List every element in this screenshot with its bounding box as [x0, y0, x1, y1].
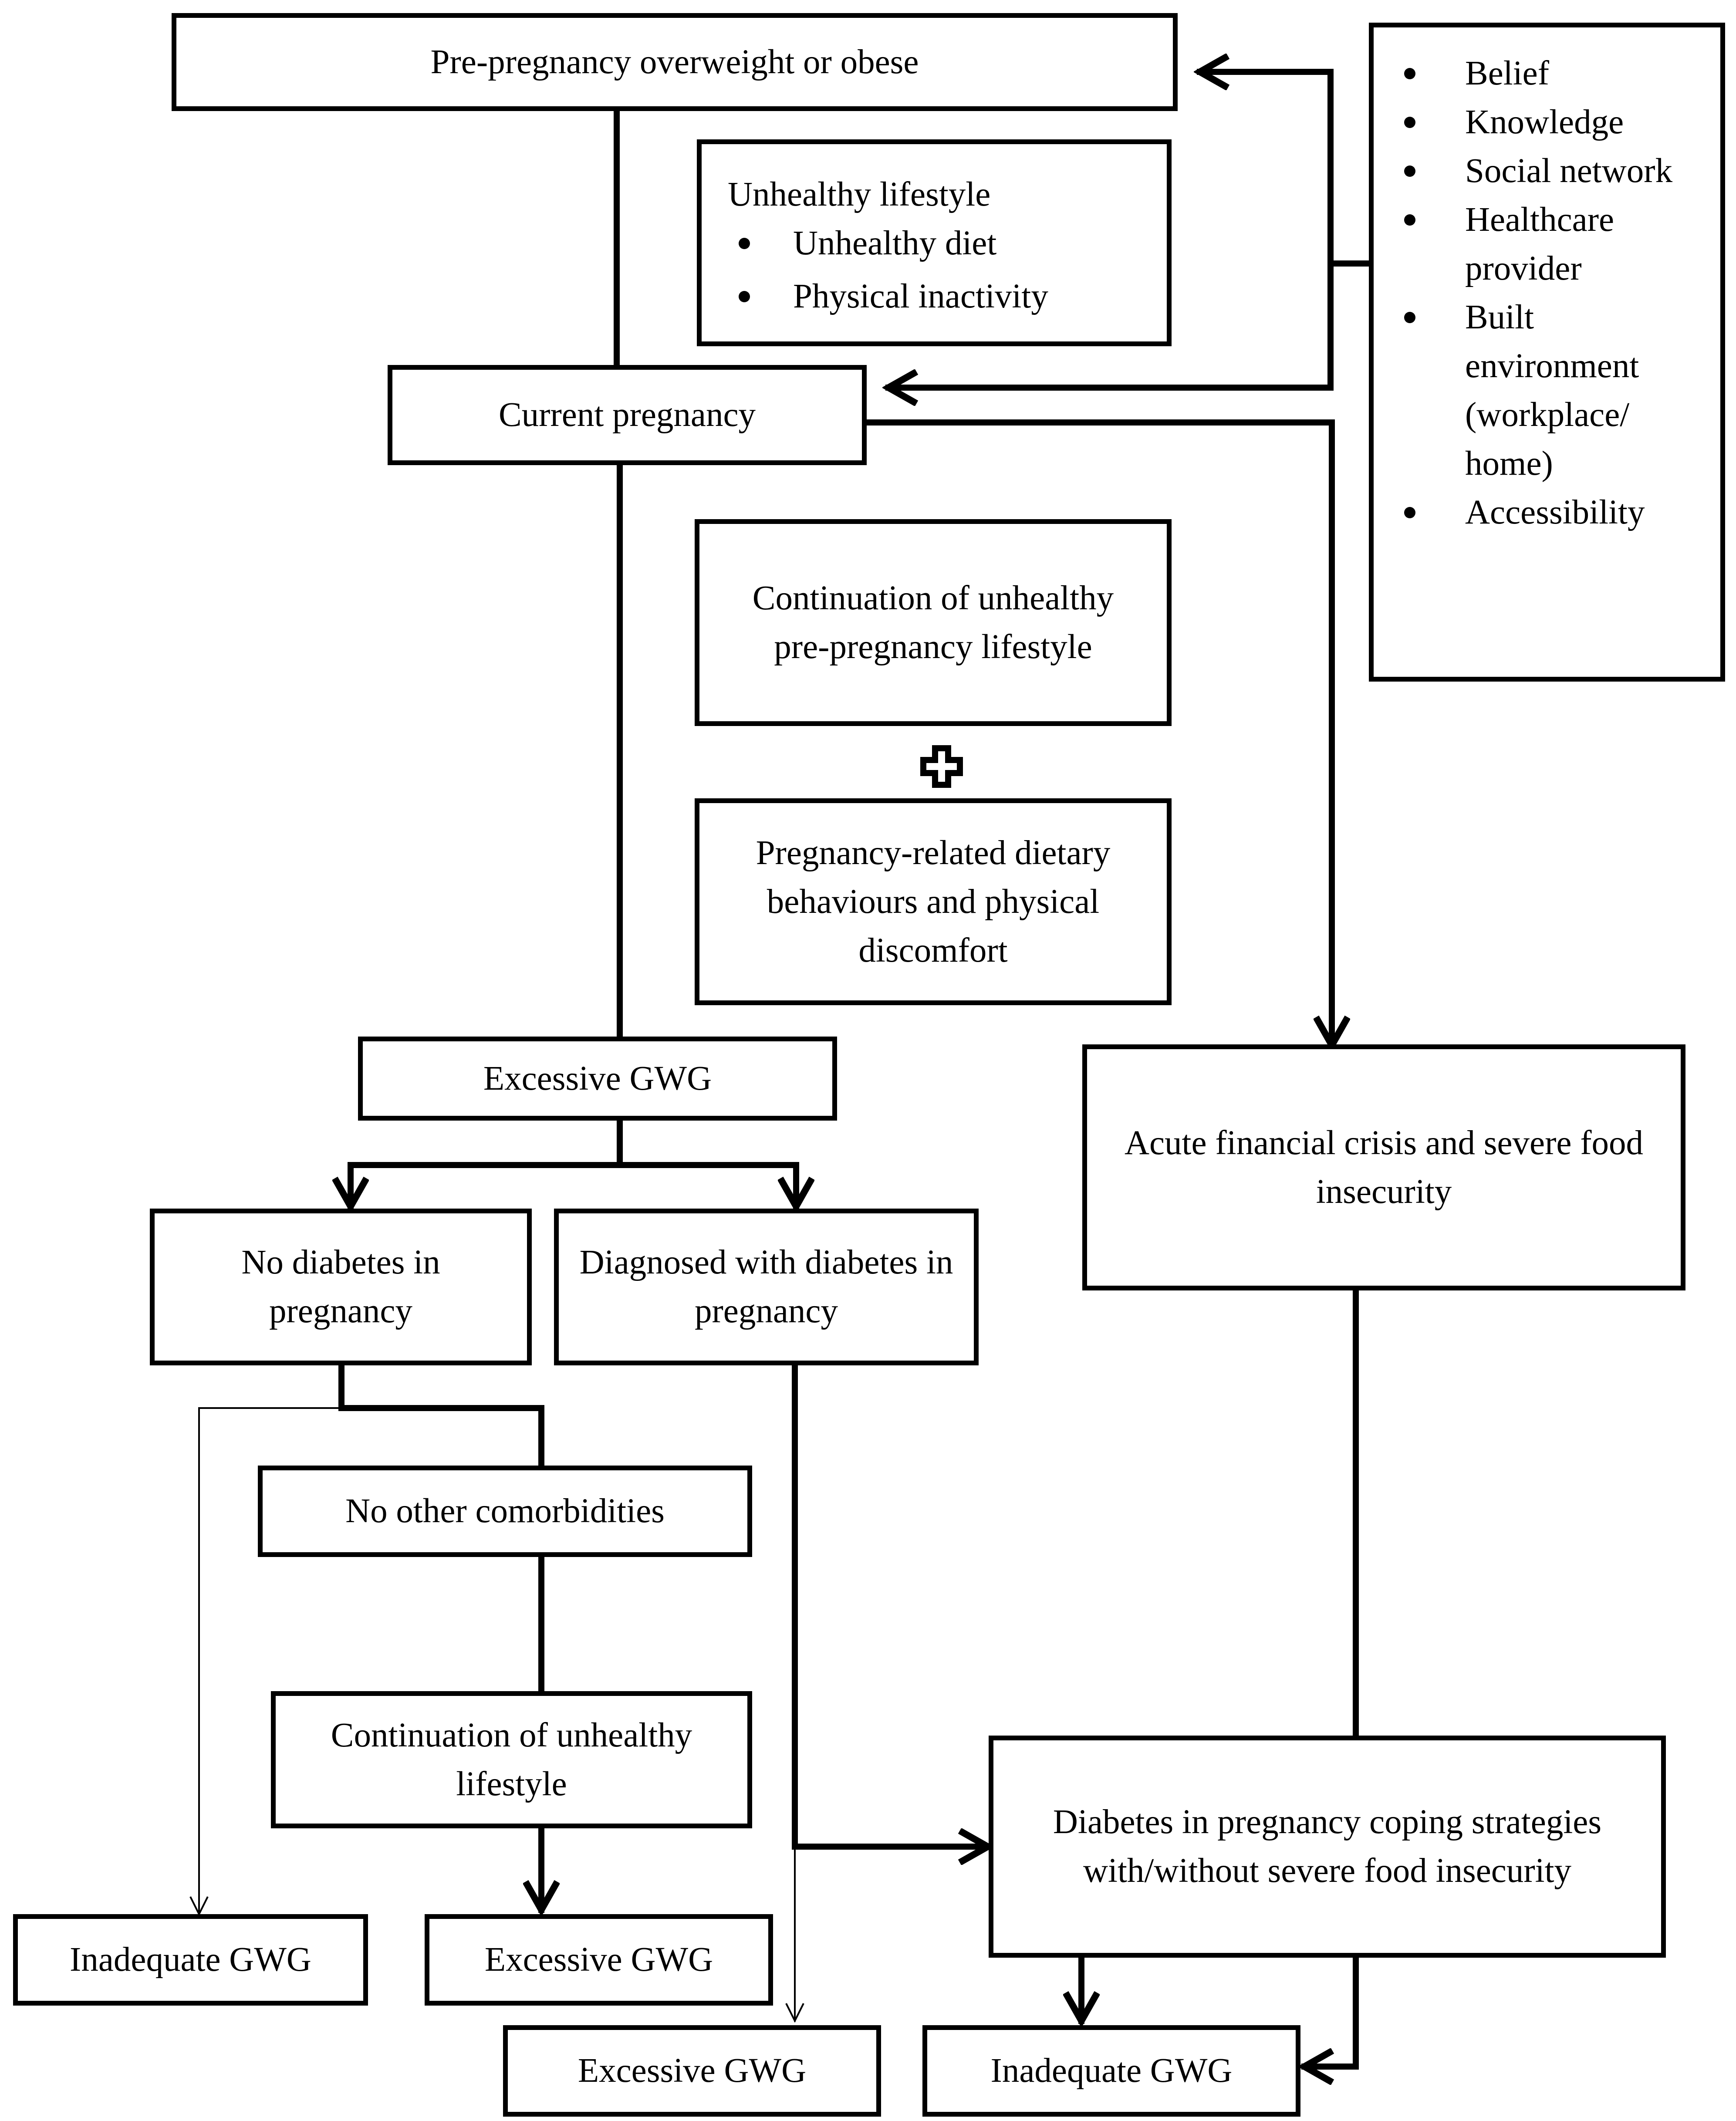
factor-item: Belief [1374, 49, 1712, 98]
excessive-gwg-bottom-box: Excessive GWG [503, 2025, 881, 2117]
lifestyle-item: Unhealthy diet [728, 219, 1048, 268]
arrow-coping-to-inadequate-right [1304, 1953, 1359, 2067]
current-pregnancy-box: Current pregnancy [388, 365, 867, 465]
excessive-gwg-mid-box: Excessive GWG [425, 1914, 773, 2006]
inadequate-gwg-bottom-box: Inadequate GWG [922, 2025, 1300, 2117]
connector-no-diabetes-to-comorbidities [338, 1360, 544, 1471]
no-diabetes-label: No diabetes in pregnancy [241, 1243, 440, 1330]
factor-item: Built environment (workplace/ home) [1374, 293, 1712, 488]
diagnosed-diabetes-box: Diagnosed with diabetes in pregnancy [554, 1209, 979, 1365]
diagnosed-diabetes-label: Diagnosed with diabetes in pregnancy [579, 1243, 953, 1330]
no-diabetes-box: No diabetes in pregnancy [150, 1209, 532, 1365]
prepregnancy-label: Pre-pregnancy overweight or obese [430, 43, 919, 81]
arrow-current-to-financial [861, 419, 1332, 1045]
inadequate-gwg-left-label: Inadequate GWG [70, 1941, 311, 1979]
no-comorbidities-box: No other comorbidities [258, 1466, 752, 1557]
arrow-factors-to-current [888, 260, 1334, 388]
lifestyle-item: Physical inactivity [728, 272, 1048, 321]
continuation-prepregnancy-label: Continuation of unhealthy pre-pregnancy … [752, 579, 1114, 666]
influencing-factors-box: Belief Knowledge Social network Healthca… [1369, 23, 1725, 682]
arrow-no-diabetes-to-inadequate [199, 1407, 342, 1914]
coping-strategies-label: Diabetes in pregnancy coping strategies … [1053, 1803, 1602, 1890]
arrow-split-to-no-diabetes [351, 1162, 623, 1206]
excessive-gwg-label: Excessive GWG [483, 1059, 712, 1098]
continuation-prepregnancy-lifestyle-box: Continuation of unhealthy pre-pregnancy … [695, 519, 1172, 726]
lifestyle-list: Unhealthy diet Physical inactivity [728, 219, 1048, 321]
inadequate-gwg-left-box: Inadequate GWG [13, 1914, 368, 2006]
no-comorbidities-label: No other comorbidities [345, 1492, 665, 1530]
financial-crisis-label: Acute financial crisis and severe food i… [1124, 1124, 1644, 1211]
excessive-gwg-bottom-label: Excessive GWG [578, 2052, 807, 2090]
pregnancy-related-label: Pregnancy-related dietary behaviours and… [756, 834, 1111, 969]
excessive-gwg-box: Excessive GWG [358, 1037, 837, 1121]
arrow-split-to-diagnosed [617, 1162, 796, 1206]
factor-item: Accessibility [1374, 488, 1712, 537]
prepregnancy-overweight-box: Pre-pregnancy overweight or obese [172, 13, 1178, 111]
continuation-unhealthy-lifestyle-box: Continuation of unhealthy lifestyle [271, 1691, 752, 1828]
coping-strategies-box: Diabetes in pregnancy coping strategies … [989, 1736, 1666, 1958]
factor-item: Social network [1374, 147, 1712, 196]
arrow-diagnosed-to-coping [792, 1361, 988, 1847]
factor-item: Knowledge [1374, 98, 1712, 147]
financial-crisis-box: Acute financial crisis and severe food i… [1082, 1044, 1685, 1290]
continuation-unhealthy-label: Continuation of unhealthy lifestyle [331, 1716, 692, 1803]
arrow-factors-to-prepregnancy [1200, 72, 1334, 391]
plus-icon [920, 745, 963, 788]
excessive-gwg-mid-label: Excessive GWG [484, 1941, 713, 1979]
lifestyle-title: Unhealthy lifestyle [728, 176, 991, 213]
current-pregnancy-label: Current pregnancy [498, 396, 756, 434]
inadequate-gwg-bottom-label: Inadequate GWG [990, 2052, 1233, 2090]
factor-item: Healthcare provider [1374, 196, 1712, 293]
factors-list: Belief Knowledge Social network Healthca… [1374, 49, 1712, 537]
unhealthy-lifestyle-box: Unhealthy lifestyle Unhealthy diet Physi… [697, 139, 1172, 346]
pregnancy-related-behaviours-box: Pregnancy-related dietary behaviours and… [695, 798, 1172, 1005]
